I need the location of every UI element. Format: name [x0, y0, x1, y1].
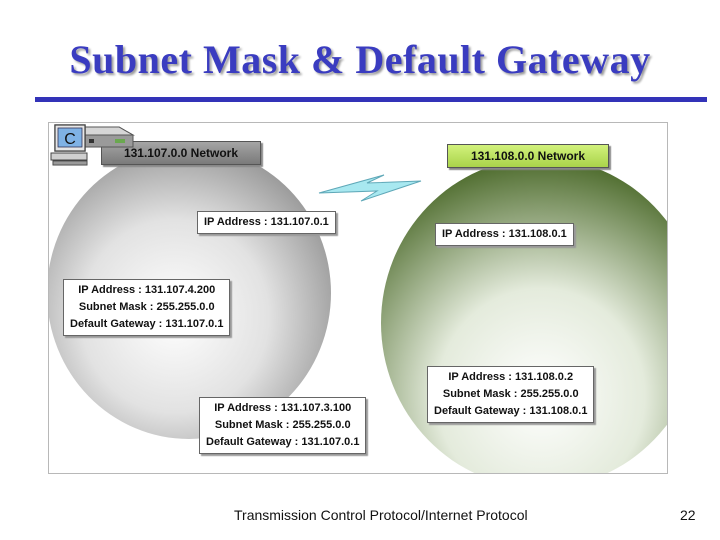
- host-a-ip: IP Address : 131.107.4.200: [78, 284, 216, 296]
- host-a-gateway: Default Gateway : 131.107.0.1: [70, 318, 224, 330]
- router-left-ip-box: IP Address : 131.107.0.1: [197, 211, 336, 234]
- page-number: 22: [680, 507, 696, 523]
- computer-icon-c: C: [50, 124, 88, 166]
- right-network-label: 131.108.0.0 Network: [447, 144, 609, 168]
- host-a-mask: Subnet Mask : 255.255.0.0: [78, 301, 215, 313]
- host-c-config-box: IP Address : 131.108.0.2 Subnet Mask : 2…: [427, 366, 595, 423]
- router-right-ip-box: IP Address : 131.108.0.1: [435, 223, 574, 246]
- title-underline: [35, 97, 707, 102]
- host-c-mask: Subnet Mask : 255.255.0.0: [442, 388, 579, 400]
- host-c-gateway: Default Gateway : 131.108.0.1: [434, 405, 588, 417]
- host-b-mask: Subnet Mask : 255.255.0.0: [214, 419, 351, 431]
- host-b-ip: IP Address : 131.107.3.100: [214, 402, 352, 414]
- slide-footer: Transmission Control Protocol/Internet P…: [234, 507, 528, 523]
- network-diagram: 131.107.0.0 Network 131.108.0.0 Network …: [48, 122, 668, 474]
- right-network-zone: [381, 158, 667, 473]
- host-b-config-box: IP Address : 131.107.3.100 Subnet Mask :…: [199, 397, 367, 454]
- host-c-letter: C: [64, 131, 76, 148]
- slide-title: Subnet Mask & Default Gateway: [69, 37, 651, 82]
- lightning-link-icon: [318, 174, 422, 202]
- host-b-gateway: Default Gateway : 131.107.0.1: [206, 436, 360, 448]
- left-network-label: 131.107.0.0 Network: [101, 141, 261, 165]
- host-a-config-box: IP Address : 131.107.4.200 Subnet Mask :…: [63, 279, 231, 336]
- router-right-ip: IP Address : 131.108.0.1: [442, 228, 567, 240]
- host-c-ip: IP Address : 131.108.0.2: [448, 371, 574, 383]
- router-left-ip: IP Address : 131.107.0.1: [204, 216, 329, 228]
